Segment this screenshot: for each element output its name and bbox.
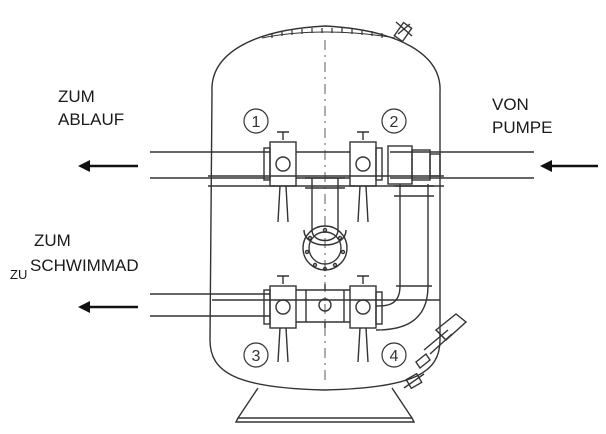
center-flange xyxy=(302,225,348,272)
tank-base xyxy=(234,387,416,423)
pump-label-line1: VON xyxy=(492,95,529,114)
pump-pipe xyxy=(390,151,534,179)
valve-4 xyxy=(349,275,383,363)
drain-pipe xyxy=(150,151,270,179)
pool-label-line2: SCHWIMMAD xyxy=(30,256,139,275)
pump-label-line2: PUMPE xyxy=(492,118,553,137)
tank-dome-seam xyxy=(261,31,396,39)
drain-label-line1: ZUM xyxy=(58,87,95,106)
lower-connector xyxy=(296,289,350,323)
center-pipe xyxy=(305,177,345,230)
drain-valve xyxy=(403,372,425,390)
valve-number-2-circle xyxy=(381,108,407,134)
drain-label-line2: ABLAUF xyxy=(58,110,125,129)
pool-pipe xyxy=(150,293,270,317)
return-pipe xyxy=(394,184,434,286)
pool-label-line1: ZUM xyxy=(34,231,71,250)
filter-tank xyxy=(209,25,441,391)
tank-rivets xyxy=(271,28,383,38)
valve-number-4-circle xyxy=(381,342,407,368)
air-vent-valve xyxy=(393,21,413,43)
valve-2 xyxy=(349,131,383,223)
upper-connector xyxy=(296,151,350,179)
valve-number-4: 4 xyxy=(390,348,399,365)
valve-number-1: 1 xyxy=(252,114,261,131)
valve-number-1-circle xyxy=(243,108,269,134)
valve-1 xyxy=(263,131,297,223)
valve-number-2: 2 xyxy=(390,114,399,131)
valve-number-3: 3 xyxy=(252,348,261,365)
pool-label-prefix: ZU xyxy=(10,267,28,282)
valve-number-3-circle xyxy=(243,342,269,368)
valve-3 xyxy=(263,275,297,363)
sight-glass xyxy=(415,313,468,370)
